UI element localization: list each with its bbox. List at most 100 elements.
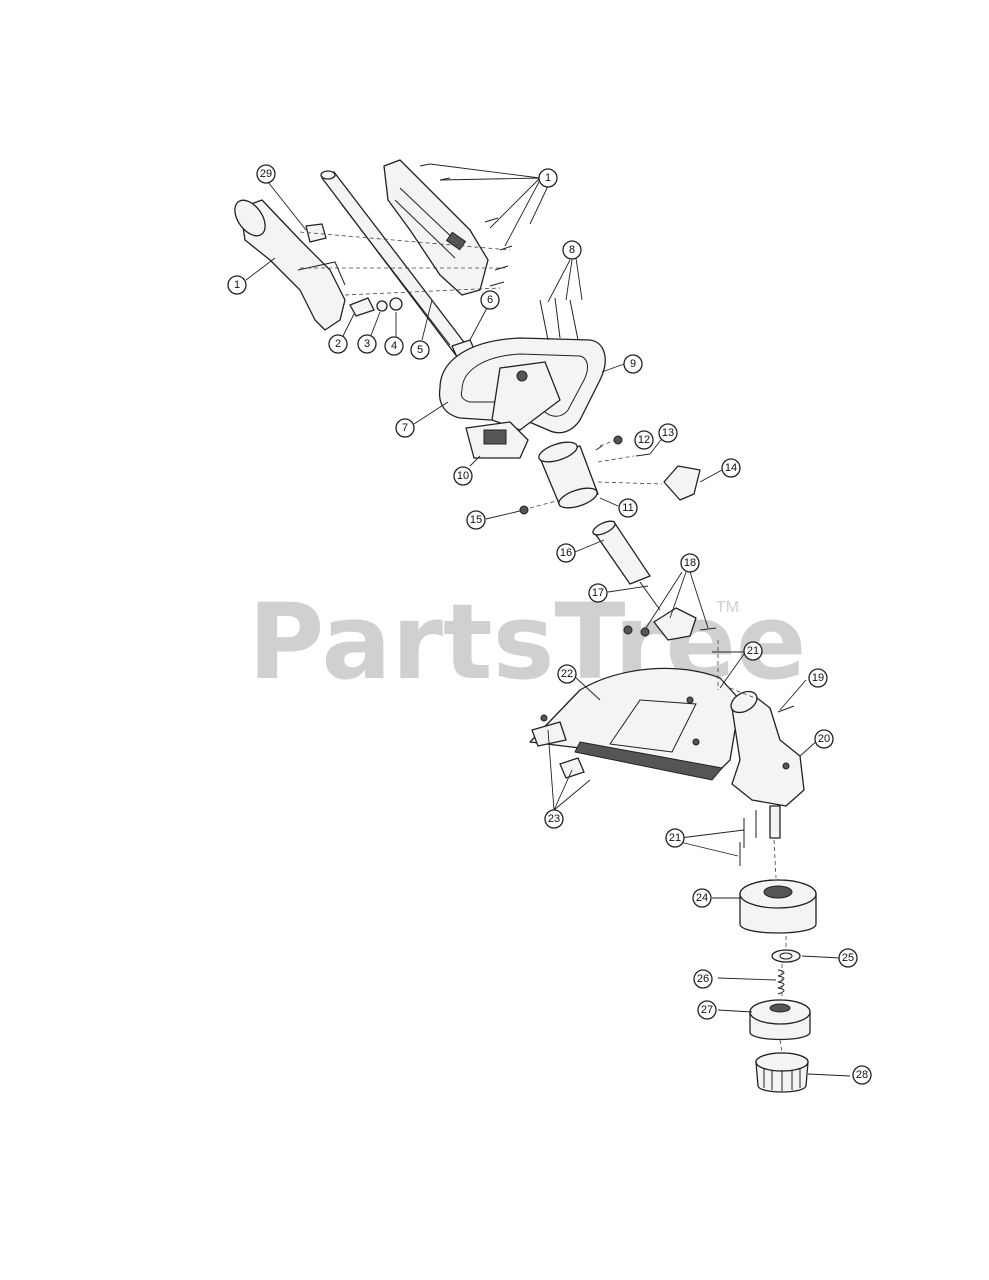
callout-1-top: 1 bbox=[538, 168, 558, 188]
callout-14: 14 bbox=[721, 458, 741, 478]
callout-6: 6 bbox=[480, 290, 500, 310]
shaft-end bbox=[320, 170, 336, 180]
watermark-trademark: TM bbox=[716, 599, 739, 616]
washer bbox=[771, 949, 801, 963]
assembly-lines-2 bbox=[597, 439, 635, 463]
mounting-screws bbox=[739, 810, 757, 866]
callout-17: 17 bbox=[588, 583, 608, 603]
svg-text:1: 1 bbox=[545, 172, 551, 184]
knob-line bbox=[597, 481, 663, 485]
washer-hole bbox=[779, 952, 793, 960]
guard-bracket-2 bbox=[559, 757, 585, 779]
svg-text:29: 29 bbox=[260, 168, 272, 180]
svg-text:18: 18 bbox=[684, 557, 696, 569]
left-handle-housing bbox=[239, 199, 346, 331]
callout-25: 25 bbox=[838, 948, 858, 968]
trigger-switch bbox=[349, 297, 375, 317]
shaft-line bbox=[341, 204, 451, 346]
loop-handle-opening bbox=[460, 353, 588, 417]
svg-text:5: 5 bbox=[417, 344, 423, 356]
washer-part bbox=[389, 297, 403, 311]
svg-text:1: 1 bbox=[234, 279, 240, 291]
spring-part bbox=[376, 300, 388, 312]
svg-text:2: 2 bbox=[335, 338, 341, 350]
svg-text:7: 7 bbox=[402, 422, 408, 434]
svg-text:28: 28 bbox=[856, 1069, 868, 1081]
callout-8: 8 bbox=[562, 240, 582, 260]
callout-18: 18 bbox=[680, 553, 700, 573]
nut-12 bbox=[613, 435, 623, 445]
bump-knob-ribs bbox=[763, 1068, 801, 1091]
svg-text:17: 17 bbox=[592, 587, 604, 599]
svg-text:13: 13 bbox=[662, 427, 674, 439]
callout-20: 20 bbox=[814, 729, 834, 749]
screw-13 bbox=[635, 453, 651, 457]
guard-window bbox=[609, 699, 697, 753]
svg-text:3: 3 bbox=[364, 338, 370, 350]
bracket-recess bbox=[483, 429, 507, 445]
callout-9: 9 bbox=[623, 354, 643, 374]
svg-text:6: 6 bbox=[487, 294, 493, 306]
svg-text:8: 8 bbox=[569, 244, 575, 256]
callout-11: 11 bbox=[618, 498, 638, 518]
clamp-bolt bbox=[516, 370, 528, 382]
callout-3: 3 bbox=[357, 334, 377, 354]
svg-text:9: 9 bbox=[630, 358, 636, 370]
screw-19 bbox=[777, 705, 795, 713]
callout-7: 7 bbox=[395, 418, 415, 438]
handle-clamp-body bbox=[491, 361, 561, 431]
svg-text:27: 27 bbox=[701, 1004, 713, 1016]
spring bbox=[777, 969, 785, 995]
callout-16: 16 bbox=[556, 543, 576, 563]
callout-26: 26 bbox=[693, 969, 713, 989]
guard-screw-2 bbox=[692, 738, 700, 746]
spool-housing-hub bbox=[763, 885, 793, 899]
svg-text:11: 11 bbox=[622, 502, 633, 514]
leader-lines bbox=[245, 163, 851, 1077]
callout-13: 13 bbox=[658, 423, 678, 443]
callout-24: 24 bbox=[692, 888, 712, 908]
nut-18a bbox=[623, 625, 633, 635]
guard-screw bbox=[686, 696, 694, 704]
svg-text:4: 4 bbox=[391, 340, 397, 352]
coupler-top bbox=[538, 441, 578, 463]
svg-text:23: 23 bbox=[548, 813, 560, 825]
callout-22: 22 bbox=[557, 664, 577, 684]
svg-text:24: 24 bbox=[696, 892, 708, 904]
spool-hub bbox=[769, 1003, 791, 1013]
svg-text:20: 20 bbox=[818, 733, 830, 745]
handle-trigger-edge bbox=[297, 261, 346, 286]
handle-end-cap bbox=[234, 199, 266, 237]
guard-bracket bbox=[531, 721, 567, 747]
guard-rim bbox=[574, 741, 723, 781]
svg-text:14: 14 bbox=[725, 462, 737, 474]
right-handle-housing bbox=[383, 159, 489, 296]
assembly-lines-3 bbox=[717, 640, 787, 1053]
svg-text:21: 21 bbox=[747, 645, 759, 657]
gear-head bbox=[731, 693, 805, 807]
screws-group-1 bbox=[419, 163, 513, 287]
callout-21-upper: 21 bbox=[743, 641, 763, 661]
coupler-end bbox=[558, 487, 598, 509]
bolt-18 bbox=[699, 627, 717, 631]
lower-shaft-top bbox=[592, 520, 616, 536]
callout-23: 23 bbox=[544, 809, 564, 829]
svg-text:22: 22 bbox=[561, 668, 573, 680]
bracket-screw bbox=[540, 714, 548, 722]
gear-head-inlet bbox=[730, 690, 758, 714]
callout-15: 15 bbox=[466, 510, 486, 530]
gear-head-screw bbox=[782, 762, 790, 770]
callout-21-lower: 21 bbox=[665, 828, 685, 848]
nut-18b bbox=[640, 627, 650, 637]
callout-10: 10 bbox=[453, 466, 473, 486]
handle-screws bbox=[539, 297, 579, 341]
nut-line bbox=[529, 499, 561, 509]
callout-1-left: 1 bbox=[227, 275, 247, 295]
svg-text:12: 12 bbox=[638, 434, 650, 446]
svg-text:21: 21 bbox=[669, 832, 681, 844]
spindle bbox=[769, 805, 781, 839]
svg-text:26: 26 bbox=[697, 973, 709, 985]
svg-text:16: 16 bbox=[560, 547, 572, 559]
callout-29: 29 bbox=[256, 164, 276, 184]
